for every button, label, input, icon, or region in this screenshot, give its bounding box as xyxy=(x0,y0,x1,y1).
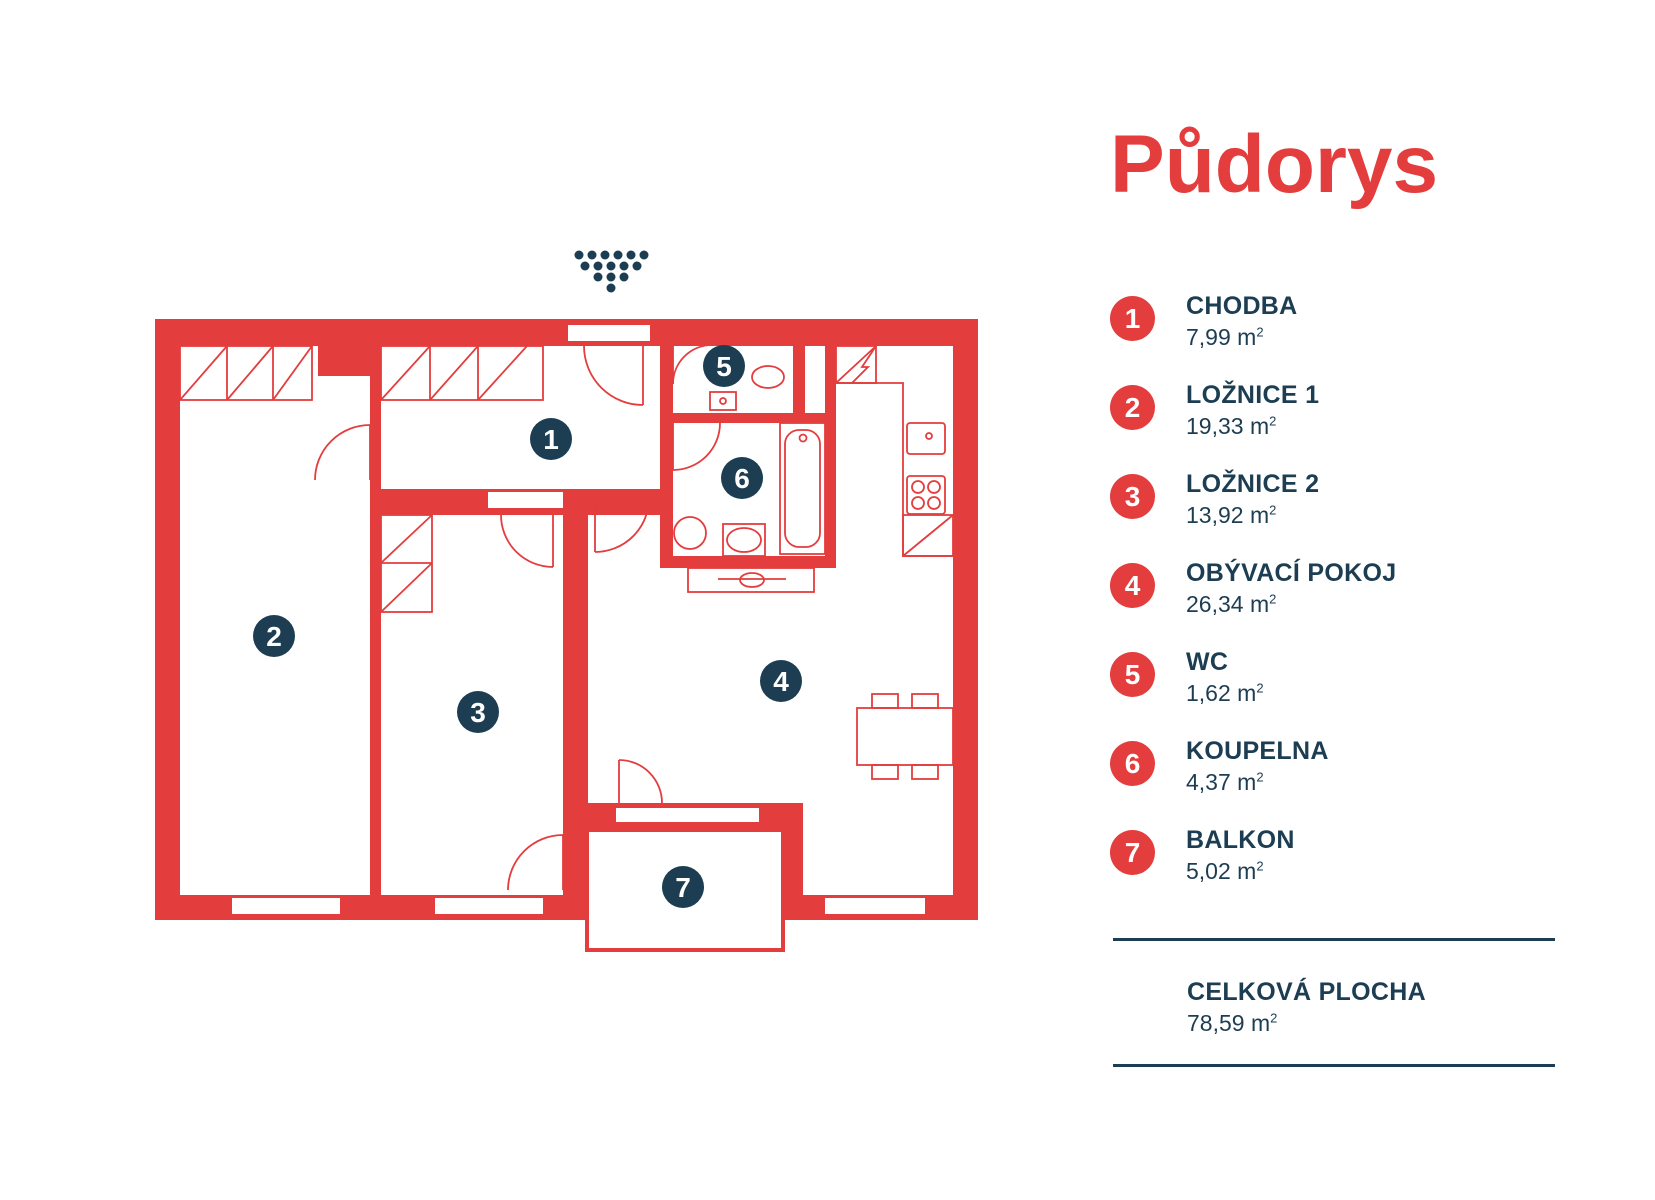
legend-room-name: CHODBA xyxy=(1186,292,1298,320)
legend-item: 4 OBÝVACÍ POKOJ 26,34 m2 xyxy=(1110,559,1570,648)
total-area-value: 78,59 m2 xyxy=(1187,1010,1278,1036)
bathroom-fixtures xyxy=(673,422,826,557)
legend-badge: 5 xyxy=(1110,652,1155,697)
room-marker-5-label: 5 xyxy=(716,351,732,382)
kitchen-counter xyxy=(835,345,954,557)
room-marker-5: 5 xyxy=(703,345,745,387)
windows xyxy=(232,325,925,914)
wc-fixtures xyxy=(709,365,785,411)
interior-walls xyxy=(318,319,836,952)
page-title: Půdorys xyxy=(1110,119,1439,210)
legend-room-area: 1,62 m2 xyxy=(1186,680,1264,706)
legend-badge: 7 xyxy=(1110,830,1155,875)
legend-badge: 2 xyxy=(1110,385,1155,430)
legend-room-area: 26,34 m2 xyxy=(1186,591,1277,617)
room-marker-6: 6 xyxy=(721,457,763,499)
legend-room-area: 4,37 m2 xyxy=(1186,769,1264,795)
legend-badge: 6 xyxy=(1110,741,1155,786)
legend-badge: 3 xyxy=(1110,474,1155,519)
legend-item: 1 CHODBA 7,99 m2 xyxy=(1110,292,1570,381)
room-marker-4-label: 4 xyxy=(773,666,789,697)
legend-badge: 1 xyxy=(1110,296,1155,341)
floor-plan: 1 2 3 4 5 6 7 xyxy=(155,250,978,952)
divider-top xyxy=(1113,938,1555,941)
room-marker-7: 7 xyxy=(662,866,704,908)
room-markers: 1 2 3 4 5 6 7 xyxy=(253,345,802,908)
legend-item: 6 KOUPELNA 4,37 m2 xyxy=(1110,737,1570,826)
legend-item: 7 BALKON 5,02 m2 xyxy=(1110,826,1570,915)
room-marker-6-label: 6 xyxy=(734,463,750,494)
room-marker-4: 4 xyxy=(760,660,802,702)
legend-room-name: LOŽNICE 1 xyxy=(1186,381,1320,409)
room-marker-2-label: 2 xyxy=(266,621,282,652)
legend-room-area: 13,92 m2 xyxy=(1186,502,1277,528)
divider-bottom xyxy=(1113,1064,1555,1067)
room-marker-1: 1 xyxy=(530,418,572,460)
legend-badge: 4 xyxy=(1110,563,1155,608)
legend-room-name: LOŽNICE 2 xyxy=(1186,470,1320,498)
legend-room-area: 19,33 m2 xyxy=(1186,413,1277,439)
legend-room-name: KOUPELNA xyxy=(1186,737,1329,765)
doors xyxy=(314,344,721,891)
total-area-label: CELKOVÁ PLOCHA xyxy=(1187,978,1426,1006)
legend-room-name: BALKON xyxy=(1186,826,1295,854)
room-marker-7-label: 7 xyxy=(675,872,691,903)
room-marker-2: 2 xyxy=(253,615,295,657)
room-marker-3-label: 3 xyxy=(470,697,486,728)
room-legend: 1 CHODBA 7,99 m2 2 LOŽNICE 1 19,33 m2 3 … xyxy=(1110,292,1570,915)
legend-room-name: WC xyxy=(1186,648,1229,676)
wardrobe-lines xyxy=(179,345,544,613)
legend-item: 5 WC 1,62 m2 xyxy=(1110,648,1570,737)
legend-room-name: OBÝVACÍ POKOJ xyxy=(1186,559,1397,587)
legend-room-area: 5,02 m2 xyxy=(1186,858,1264,884)
north-arrow-dots-icon xyxy=(574,250,649,293)
legend-item: 3 LOŽNICE 2 13,92 m2 xyxy=(1110,470,1570,559)
legend-item: 2 LOŽNICE 1 19,33 m2 xyxy=(1110,381,1570,470)
room-marker-1-label: 1 xyxy=(543,424,559,455)
legend-room-area: 7,99 m2 xyxy=(1186,324,1264,350)
room-marker-3: 3 xyxy=(457,691,499,733)
living-room-furniture xyxy=(687,567,954,780)
